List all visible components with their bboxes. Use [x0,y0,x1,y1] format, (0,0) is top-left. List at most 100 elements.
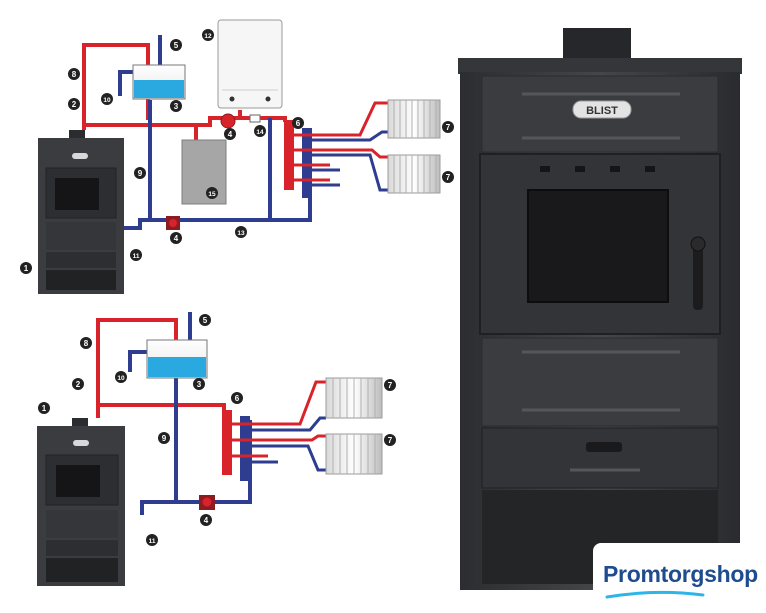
badge-10-upper: 10 [101,93,113,105]
watermark-brand: Promtorgshop [593,543,766,613]
stove-logo: BLIST [586,105,618,117]
lower-hot-riser [96,318,178,418]
lrad-feed-blue-1 [278,416,326,432]
badge-12-upper: 12 [202,29,214,41]
lower-radiator-1-fins [332,378,376,418]
upper-hot-to-distributor [240,116,287,122]
lower-expansion-tank [146,339,208,379]
lower-stove-window [56,465,100,497]
badge-text: 6 [296,119,301,128]
upper-distributor-red [284,120,294,190]
badge-10-lower: 10 [115,371,127,383]
lower-stove-collar [72,418,88,427]
upper-stove-drawer [46,252,116,268]
badge-13-upper: 13 [235,226,247,238]
stove-door-vents [540,166,550,172]
upper-hot-to-boiler [196,110,242,127]
rad-feed-red-2 [330,148,388,159]
lower-distributor [222,410,278,481]
badge-7-lower-b: 7 [384,434,396,446]
stove-ash-vent [586,442,622,452]
badge-6-upper: 6 [292,117,304,129]
upper-pump-return [166,216,180,230]
badge-text: 12 [204,33,212,40]
upper-distributor [284,120,340,198]
badge-7-upper-b: 7 [442,171,454,183]
upper-pump-supply-body [220,113,236,129]
badge-7-upper-a: 7 [442,121,454,133]
badge-text: 11 [133,253,140,260]
lower-distributor-branches [228,422,278,464]
lower-stove-logo [73,440,89,446]
badge-4-upper-a: 4 [170,232,182,244]
badge-4-upper-b: 4 [224,128,236,140]
badge-1-upper: 1 [20,262,32,274]
upper-wall-boiler [217,19,283,109]
lower-pump-rotor [202,497,212,507]
stove-door-handle [693,240,703,310]
upper-stove-logo [72,153,88,159]
rad-feed-blue-1 [340,130,388,142]
upper-radiator-1-fins [393,100,437,138]
upper-small-stove [38,130,124,294]
upper-radiator-1 [387,99,441,139]
badge-1-lower: 1 [38,402,50,414]
lrad-feed-blue-2 [278,444,326,472]
badge-text: 7 [388,436,393,445]
rad-feed-red-1 [330,101,388,137]
large-stove: BLIST [458,28,742,590]
upper-boiler-knob-2 [265,96,271,102]
upper-tank-water [134,80,184,98]
upper-radiator-lines [330,101,388,192]
upper-distributor-blue [302,128,312,198]
badge-text: 11 [149,538,156,545]
badge-text: 2 [76,380,81,389]
upper-storage-tank [181,139,227,205]
badge-4-lower: 4 [200,514,212,526]
lrad-feed-red-1 [268,380,326,426]
badge-2-lower: 2 [72,378,84,390]
badge-2-upper: 2 [68,98,80,110]
badge-14-upper: 14 [254,125,266,137]
badge-text: 1 [42,404,47,413]
badge-text: 2 [72,100,77,109]
upper-radiator-2-fins [393,155,437,193]
upper-boiler-body [217,19,283,109]
upper-boiler-knob-1 [229,96,235,102]
badge-6-lower: 6 [231,392,243,404]
upper-radiator-2 [387,154,441,194]
badge-text: 7 [388,381,393,390]
badge-text: 4 [174,234,179,243]
stove-door-vent-4 [645,166,655,172]
lower-distributor-blue [240,416,250,481]
lower-radiator-1 [325,377,383,419]
badge-3-lower: 3 [193,378,205,390]
lower-hot-main [98,403,226,412]
badge-text: 5 [203,316,208,325]
upper-scheme [38,19,441,294]
badge-text: 1 [24,264,29,273]
lower-hot-pipes [96,318,226,418]
stove-door-vent-2 [575,166,585,172]
badge-text: 4 [204,516,209,525]
upper-expansion-tank [132,64,186,100]
stove-glass-window [527,189,669,303]
upper-stove-window [55,178,99,210]
upper-valve-14 [249,114,261,123]
badge-7-lower-a: 7 [384,379,396,391]
lower-stove-panel [46,510,118,538]
badge-text: 10 [117,375,125,382]
badge-text: 8 [84,339,89,348]
lower-pump [199,495,215,510]
stove-logo-plate [572,100,632,119]
badge-text: 5 [174,41,179,50]
upper-cold-return [124,218,150,230]
badge-text: 9 [162,434,167,443]
upper-pump-return-rotor [169,219,177,227]
upper-hot-main [84,123,198,140]
badge-text: 14 [256,129,264,136]
upper-pump-supply [220,113,236,129]
badge-5-lower: 5 [199,314,211,326]
badge-11-lower: 11 [146,534,158,546]
